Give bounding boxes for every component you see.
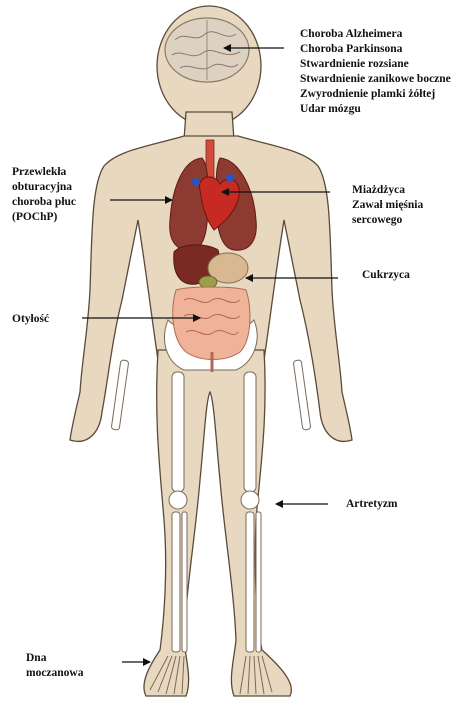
label-brain-line: Choroba Parkinsona xyxy=(300,42,451,57)
label-copd-line: obturacyjna xyxy=(12,180,76,195)
label-diabetes: Cukrzyca xyxy=(362,268,410,283)
label-heart-line: Zawał mięśnia xyxy=(352,198,423,213)
label-gout-line: Dna xyxy=(26,651,84,666)
label-copd-line: (POChP) xyxy=(12,210,76,225)
brain xyxy=(165,18,249,82)
gallbladder xyxy=(199,276,217,288)
label-brain-line: Zwyrodnienie plamki żółtej xyxy=(300,87,451,102)
label-arthritis: Artretyzm xyxy=(346,497,398,512)
label-heart-line: Miażdżyca xyxy=(352,183,423,198)
label-brain-diseases: Choroba Alzheimera Choroba Parkinsona St… xyxy=(300,27,451,117)
label-obesity: Otyłość xyxy=(12,312,49,327)
label-brain-line: Udar mózgu xyxy=(300,102,451,117)
label-copd-line: choroba płuc xyxy=(12,195,76,210)
label-brain-line: Stwardnienie rozsiane xyxy=(300,57,451,72)
label-heart-line: sercowego xyxy=(352,213,423,228)
label-heart: Miażdżyca Zawał mięśnia sercowego xyxy=(352,183,423,228)
label-copd-line: Przewlekła xyxy=(12,165,76,180)
label-gout-line: moczanowa xyxy=(26,666,84,681)
label-gout: Dna moczanowa xyxy=(26,651,84,681)
label-brain-line: Choroba Alzheimera xyxy=(300,27,451,42)
label-copd: Przewlekła obturacyjna choroba płuc (POC… xyxy=(12,165,76,225)
label-brain-line: Stwardnienie zanikowe boczne xyxy=(300,72,451,87)
